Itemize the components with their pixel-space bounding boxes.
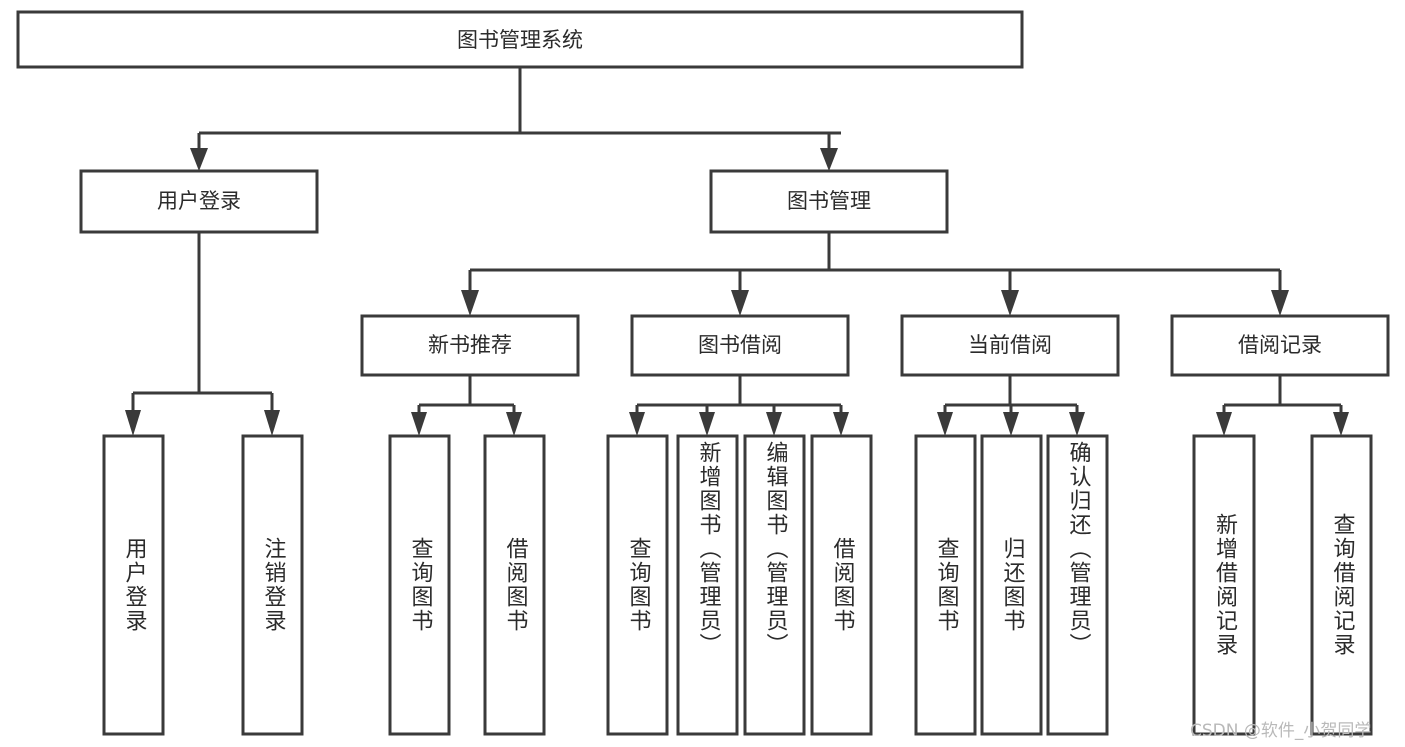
- node-current-borrow-box[interactable]: [900, 314, 1120, 377]
- arrow-head-book-borrow: [731, 290, 749, 316]
- node-leaf-borrow-book-1-label: 借阅图书: [502, 537, 528, 633]
- node-leaf-return-book-label: 归还图书: [999, 537, 1025, 633]
- connector-group-current-borrow-leaves: [937, 375, 1085, 436]
- node-leaf-add-record-label: 新增借阅记录: [1212, 513, 1237, 657]
- arrow-head-leaf-confirm-return: [1069, 412, 1085, 436]
- arrow-head-leaf-query-book-2: [629, 412, 645, 436]
- node-leaf-query-book-1[interactable]: 查询图书: [390, 436, 449, 734]
- node-user-login-box[interactable]: [79, 169, 319, 234]
- node-root-box[interactable]: [16, 10, 1024, 69]
- node-current-borrow[interactable]: 当前借阅: [900, 314, 1120, 377]
- node-leaf-query-record-label: 查询借阅记录: [1329, 513, 1355, 657]
- node-root-label: 图书管理系统: [457, 28, 583, 52]
- node-leaf-return-book[interactable]: 归还图书: [982, 436, 1041, 734]
- node-leaf-query-book-3-box[interactable]: [914, 434, 977, 736]
- node-leaf-edit-book-box[interactable]: [743, 434, 806, 736]
- node-leaf-logout-label: 注销登录: [260, 537, 286, 633]
- node-leaf-confirm-return[interactable]: 确认归还（管理员）: [1048, 441, 1107, 731]
- node-leaf-logout[interactable]: 注销登录: [243, 436, 302, 734]
- node-root[interactable]: 图书管理系统: [16, 10, 1024, 69]
- connector-group-book-manage-to-level3: [461, 232, 1289, 316]
- node-leaf-add-record-box[interactable]: [1192, 434, 1256, 736]
- node-leaf-borrow-book-2-label: 借阅图书: [829, 537, 855, 633]
- connector-group-book-borrow-leaves: [629, 375, 849, 436]
- arrow-head-user-login: [190, 148, 208, 171]
- arrow-head-borrow-record: [1271, 290, 1289, 316]
- node-leaf-borrow-book-1-box[interactable]: [483, 434, 546, 736]
- arrow-head-book-manage: [820, 148, 838, 171]
- node-book-borrow[interactable]: 图书借阅: [630, 314, 850, 377]
- node-new-book-recommend-label: 新书推荐: [428, 333, 512, 357]
- node-new-book-recommend-box[interactable]: [360, 314, 580, 377]
- node-borrow-record-box[interactable]: [1170, 314, 1390, 377]
- node-leaf-borrow-book-2[interactable]: 借阅图书: [812, 436, 871, 734]
- arrow-head-leaf-query-book-3: [937, 412, 953, 436]
- connector-group-root-to-level2: [190, 67, 841, 171]
- arrow-head-leaf-query-record: [1333, 412, 1349, 436]
- node-leaf-query-book-3-label: 查询图书: [933, 537, 959, 633]
- arrow-head-leaf-return-book: [1003, 412, 1019, 436]
- arrow-head-leaf-add-book: [699, 412, 715, 436]
- node-borrow-record[interactable]: 借阅记录: [1170, 314, 1390, 377]
- arrow-head-leaf-user-login: [125, 410, 141, 436]
- node-current-borrow-label: 当前借阅: [968, 333, 1052, 357]
- node-book-manage[interactable]: 图书管理: [709, 169, 949, 234]
- arrow-head-leaf-borrow-book-2: [833, 412, 849, 436]
- node-new-book-recommend[interactable]: 新书推荐: [360, 314, 580, 377]
- node-leaf-query-book-2-label: 查询图书: [625, 537, 651, 633]
- arrow-head-leaf-logout: [264, 410, 280, 436]
- arrow-head-new-book-recommend: [461, 290, 479, 316]
- node-leaf-query-record[interactable]: 查询借阅记录: [1312, 436, 1371, 734]
- node-leaf-query-book-3[interactable]: 查询图书: [916, 436, 975, 734]
- node-leaf-return-book-box[interactable]: [980, 434, 1043, 736]
- connector-group-new-book-recommend-leaves: [411, 375, 522, 436]
- connector-group-borrow-record-leaves: [1216, 375, 1349, 436]
- node-leaf-add-book-box[interactable]: [676, 434, 739, 736]
- node-leaf-query-record-box[interactable]: [1310, 434, 1373, 736]
- arrow-head-leaf-add-record: [1216, 412, 1232, 436]
- node-book-manage-box[interactable]: [709, 169, 949, 234]
- connector-group-user-login-leaves: [125, 232, 280, 436]
- node-user-login[interactable]: 用户登录: [79, 169, 319, 234]
- node-leaf-confirm-return-label: 确认归还（管理员）: [1065, 441, 1091, 657]
- node-leaf-borrow-book-2-box[interactable]: [810, 434, 873, 736]
- arrow-head-leaf-query-book-1: [411, 412, 427, 436]
- arrow-head-leaf-borrow-book-1: [506, 412, 522, 436]
- node-leaf-borrow-book-1[interactable]: 借阅图书: [485, 436, 544, 734]
- node-leaf-add-record[interactable]: 新增借阅记录: [1194, 436, 1254, 734]
- node-leaf-logout-box[interactable]: [241, 434, 304, 736]
- node-book-borrow-label: 图书借阅: [698, 333, 782, 357]
- node-leaf-query-book-1-box[interactable]: [388, 434, 451, 736]
- node-leaf-user-login-box[interactable]: [102, 434, 165, 736]
- node-leaf-confirm-return-box[interactable]: [1046, 434, 1109, 736]
- node-leaf-query-book-1-label: 查询图书: [407, 537, 433, 633]
- node-leaf-query-book-2[interactable]: 查询图书: [608, 436, 667, 734]
- node-user-login-label: 用户登录: [157, 189, 241, 213]
- arrow-head-leaf-edit-book: [766, 412, 782, 436]
- node-book-manage-label: 图书管理: [787, 189, 871, 213]
- arrow-head-current-borrow: [1001, 290, 1019, 316]
- node-leaf-add-book[interactable]: 新增图书（管理员）: [678, 441, 737, 731]
- leaf-box-group: [102, 434, 1373, 736]
- node-book-borrow-box[interactable]: [630, 314, 850, 377]
- node-leaf-edit-book[interactable]: 编辑图书（管理员）: [745, 441, 804, 731]
- node-leaf-user-login-label: 用户登录: [121, 537, 147, 633]
- node-leaf-query-book-2-box[interactable]: [606, 434, 669, 736]
- node-leaf-edit-book-label: 编辑图书（管理员）: [762, 441, 788, 657]
- node-leaf-add-book-label: 新增图书（管理员）: [695, 441, 721, 657]
- node-borrow-record-label: 借阅记录: [1238, 333, 1322, 357]
- node-leaf-user-login[interactable]: 用户登录: [104, 436, 163, 734]
